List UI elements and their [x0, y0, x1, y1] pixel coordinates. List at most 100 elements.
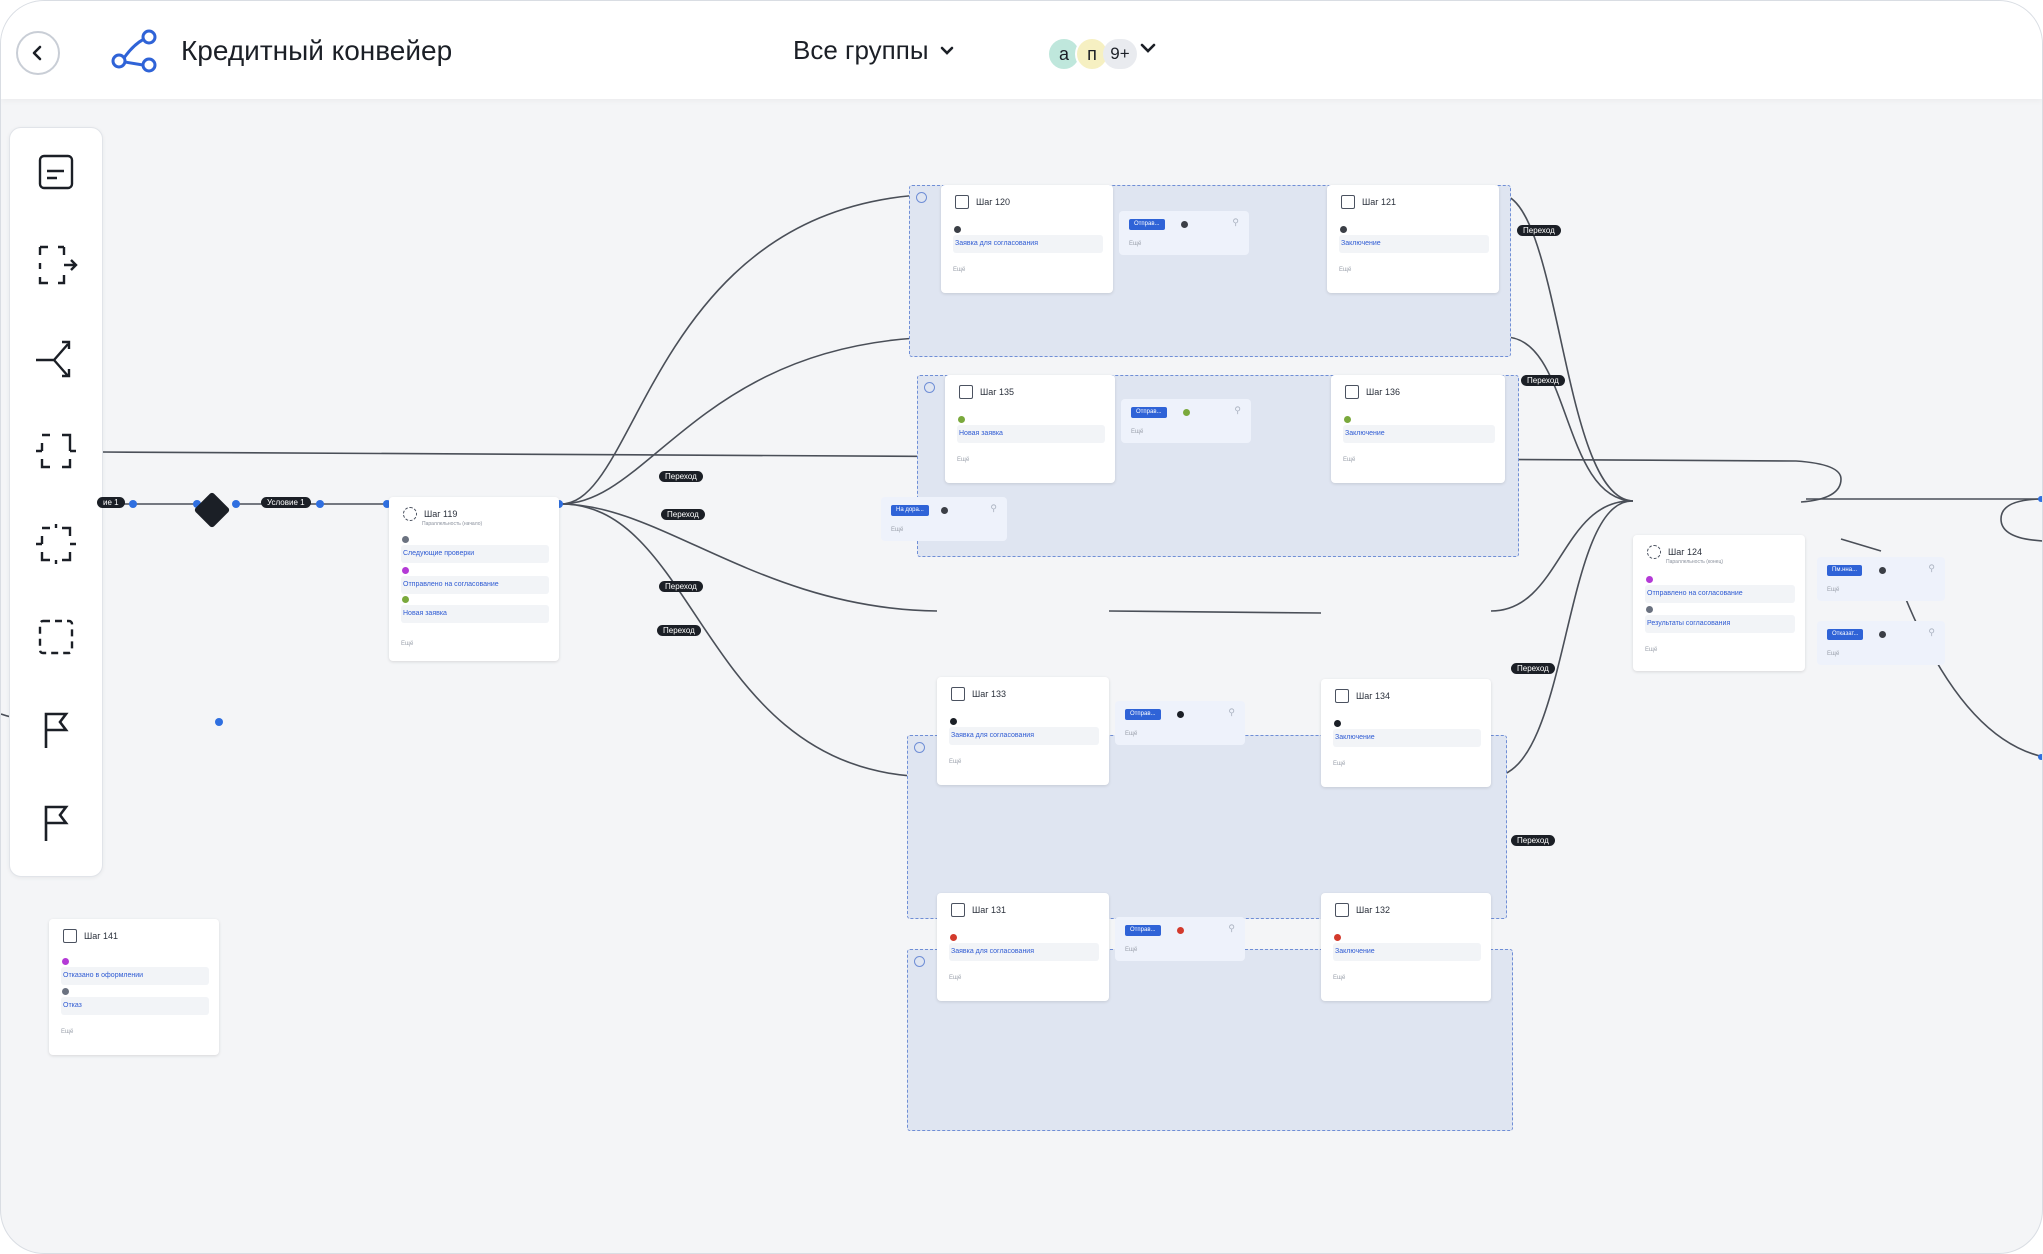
edge-label[interactable]: ие 1	[97, 497, 125, 508]
node-step-119[interactable]: Шаг 119 Параллельность (начало) Следующи…	[389, 497, 559, 661]
node-status[interactable]: Отказано в оформлении	[61, 958, 209, 985]
edge-label[interactable]: Переход	[1521, 375, 1565, 386]
node-name: Шаг 119	[424, 509, 458, 519]
edge-label[interactable]: Переход	[657, 625, 701, 636]
more-link[interactable]: Ещё	[1343, 457, 1356, 463]
status-dot-icon	[1183, 409, 1190, 416]
node-subtitle: Параллельность (конец)	[1666, 559, 1723, 565]
transition-card[interactable]: Отказат... Ещё ⚲	[1817, 621, 1945, 665]
tool-transition[interactable]	[32, 241, 80, 289]
workflow-canvas[interactable]: ие 1 Условие 1 Шаг 119 Параллельность (н…	[1, 99, 2042, 1253]
node-status[interactable]: Заявка для согласования	[953, 226, 1103, 253]
pin-icon[interactable]: ⚲	[1234, 405, 1241, 415]
more-link[interactable]: Ещё	[1125, 731, 1138, 737]
node-status[interactable]: Новая заявка	[401, 596, 549, 623]
edge-label[interactable]: Переход	[1511, 835, 1555, 846]
transition-card[interactable]: Пм.нна... Ещё ⚲	[1817, 557, 1945, 601]
more-link[interactable]: Ещё	[891, 527, 904, 533]
group-filter-dropdown[interactable]: Все группы	[793, 35, 955, 66]
more-link[interactable]: Ещё	[1827, 651, 1840, 657]
node-status[interactable]: Отказ	[61, 988, 209, 1015]
node-step-134[interactable]: Шаг 134 Заключение Ещё	[1321, 679, 1491, 787]
branch-icon	[36, 340, 71, 378]
more-link[interactable]: Ещё	[401, 641, 414, 647]
node-step-135[interactable]: Шаг 135 Новая заявка Ещё	[945, 375, 1115, 483]
pin-icon[interactable]: ⚲	[1928, 563, 1935, 573]
more-link[interactable]: Ещё	[1333, 975, 1346, 981]
pin-icon[interactable]: ⚲	[1228, 923, 1235, 933]
node-name: Шаг 134	[1356, 691, 1391, 701]
transition-card[interactable]: Отправ... Ещё ⚲	[1115, 701, 1245, 745]
pin-icon[interactable]: ⚲	[990, 503, 997, 513]
node-status[interactable]: Заявка для согласования	[949, 934, 1099, 961]
step-icon	[1335, 903, 1349, 917]
node-status[interactable]: Отправлено на согласование	[1645, 576, 1795, 603]
node-status[interactable]: Заключение	[1333, 720, 1481, 747]
tool-start[interactable]	[32, 706, 80, 754]
more-link[interactable]: Ещё	[949, 759, 962, 765]
tool-step[interactable]	[32, 148, 80, 196]
more-link[interactable]: Ещё	[1827, 587, 1840, 593]
transition-chip: На дора...	[891, 505, 929, 516]
more-link[interactable]: Ещё	[953, 267, 966, 273]
status-dot-icon	[1646, 606, 1653, 613]
pin-icon[interactable]: ⚲	[1228, 707, 1235, 717]
more-link[interactable]: Ещё	[1333, 761, 1346, 767]
node-name: Шаг 136	[1366, 387, 1401, 397]
edge-label[interactable]: Переход	[659, 581, 703, 592]
node-status[interactable]: Результаты согласования	[1645, 606, 1795, 633]
more-link[interactable]: Ещё	[1125, 947, 1138, 953]
transition-card[interactable]: Отправ... Ещё ⚲	[1119, 211, 1249, 255]
more-link[interactable]: Ещё	[1129, 241, 1142, 247]
tool-group[interactable]	[32, 613, 80, 661]
edge-label[interactable]: Переход	[661, 509, 705, 520]
tool-end[interactable]	[32, 799, 80, 847]
pin-icon[interactable]: ⚲	[1232, 217, 1239, 227]
status-dot-icon	[1879, 567, 1886, 574]
more-link[interactable]: Ещё	[957, 457, 970, 463]
chevron-down-icon[interactable]	[1139, 41, 1157, 55]
edge-label[interactable]: Переход	[1517, 225, 1561, 236]
edge-label[interactable]: Переход	[1511, 663, 1555, 674]
transition-card[interactable]: Отправ... Ещё ⚲	[1115, 917, 1245, 961]
node-status[interactable]: Новая заявка	[957, 416, 1105, 443]
edge-label[interactable]: Переход	[659, 471, 703, 482]
node-status[interactable]: Заключение	[1339, 226, 1489, 253]
node-step-141[interactable]: Шаг 141 Отказано в оформлении Отказ Ещё	[49, 919, 219, 1055]
pin-icon[interactable]: ⚲	[1928, 627, 1935, 637]
transition-card[interactable]: На дора... Ещё ⚲	[881, 497, 1007, 541]
node-status[interactable]: Отправлено на согласование	[401, 567, 549, 594]
group-handle-icon	[924, 382, 935, 393]
more-link[interactable]: Ещё	[949, 975, 962, 981]
status-dot-icon	[1340, 226, 1347, 233]
active-users[interactable]: а п 9+	[1047, 37, 1137, 71]
node-status[interactable]: Заявка для согласования	[949, 718, 1099, 745]
node-step-136[interactable]: Шаг 136 Заключение Ещё	[1331, 375, 1505, 483]
edge-label[interactable]: Условие 1	[261, 497, 311, 508]
node-status[interactable]: Следующие проверки	[401, 536, 549, 563]
group-handle-icon	[916, 192, 927, 203]
node-step-120[interactable]: Шаг 120 Заявка для согласования Ещё	[941, 185, 1113, 293]
tool-parallel-end[interactable]	[32, 520, 80, 568]
node-step-133[interactable]: Шаг 133 Заявка для согласования Ещё	[937, 677, 1109, 785]
node-status[interactable]: Заключение	[1343, 416, 1495, 443]
more-link[interactable]: Ещё	[1339, 267, 1352, 273]
node-status[interactable]: Заключение	[1333, 934, 1481, 961]
more-link[interactable]: Ещё	[61, 1029, 74, 1035]
transition-card[interactable]: Отправ... Ещё ⚲	[1121, 399, 1251, 443]
node-step-131[interactable]: Шаг 131 Заявка для согласования Ещё	[937, 893, 1109, 1001]
transition-step-icon	[38, 245, 78, 285]
status-dot-icon	[402, 567, 409, 574]
more-link[interactable]: Ещё	[1131, 429, 1144, 435]
transition-chip: Отправ...	[1125, 709, 1161, 720]
node-subtitle: Параллельность (начало)	[422, 521, 483, 527]
more-link[interactable]: Ещё	[1645, 647, 1658, 653]
tool-branch[interactable]	[32, 334, 80, 382]
node-step-121[interactable]: Шаг 121 Заключение Ещё	[1327, 185, 1499, 293]
node-name: Шаг 124	[1668, 547, 1703, 557]
status-dot-icon	[958, 416, 965, 423]
node-step-124[interactable]: Шаг 124 Параллельность (конец) Отправлен…	[1633, 535, 1805, 671]
back-button[interactable]	[16, 31, 60, 75]
tool-parallel-start[interactable]	[32, 427, 80, 475]
node-step-132[interactable]: Шаг 132 Заключение Ещё	[1321, 893, 1491, 1001]
